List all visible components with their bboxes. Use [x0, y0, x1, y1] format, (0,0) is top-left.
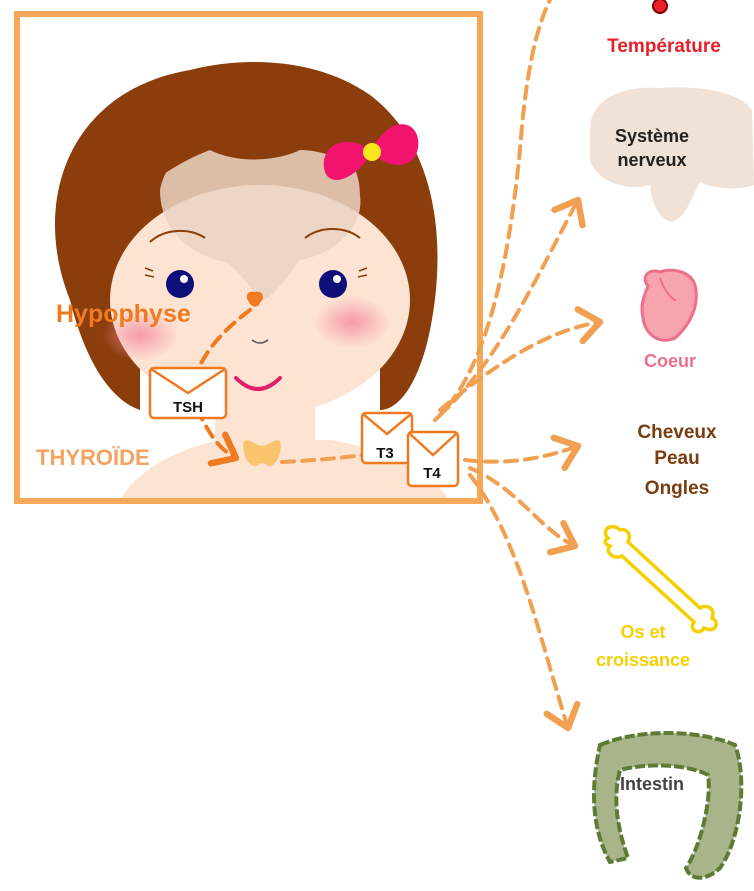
intestine-icon	[594, 733, 741, 878]
arrow-to-intestine	[470, 475, 568, 728]
arrow-to-temperature	[435, 0, 550, 420]
t4-label: T4	[423, 465, 441, 482]
systeme-label-line1: Système	[615, 126, 689, 146]
temperature-label: Température	[607, 36, 721, 57]
systeme-label-line2: nerveux	[617, 150, 686, 170]
arrow-to-heart	[440, 322, 600, 410]
tsh-envelope: TSH	[150, 368, 226, 418]
cheveux-label: Cheveux	[637, 422, 717, 443]
t4-envelope: T4	[408, 432, 458, 486]
t3-label: T3	[376, 445, 394, 462]
intestin-label: Intestin	[620, 774, 684, 794]
ongles-label: Ongles	[645, 478, 709, 499]
os-label-line2: croissance	[596, 650, 690, 670]
hypophyse-label: Hypophyse	[56, 300, 191, 328]
right-cheek	[314, 296, 390, 348]
t3-envelope: T3	[362, 413, 412, 463]
os-label-line1: Os et	[620, 622, 665, 642]
thermometer-icon	[653, 0, 667, 13]
arrow-to-bones	[470, 468, 575, 546]
coeur-label: Coeur	[644, 351, 696, 371]
right-eye	[319, 270, 347, 298]
bone-icon	[605, 527, 716, 632]
peau-label: Peau	[654, 448, 699, 469]
heart-icon	[642, 270, 696, 340]
thyroide-label: THYROÏDE	[36, 445, 150, 470]
tsh-label: TSH	[173, 399, 203, 416]
left-eye	[166, 270, 194, 298]
